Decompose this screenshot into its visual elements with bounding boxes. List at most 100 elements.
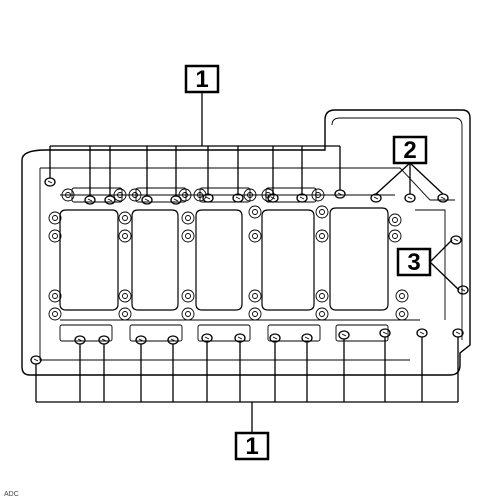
bolt-boss — [61, 188, 75, 202]
callout-1-top-label: 1 — [195, 66, 208, 93]
bolt-boss-hole — [122, 311, 128, 317]
bearing-cap-pad — [59, 324, 113, 342]
bearing-cap-pad — [267, 324, 321, 342]
leader-3 — [429, 261, 460, 291]
bolt-boss-hole — [185, 215, 191, 221]
bolt-boss — [311, 188, 325, 202]
bolt-head-mark — [453, 238, 459, 242]
leader-3 — [429, 239, 453, 263]
bolt-head-mark — [205, 196, 211, 200]
bolt-head-mark — [138, 338, 144, 342]
callout-3: 3 — [396, 247, 432, 277]
bolt-boss-hole — [247, 192, 253, 198]
bolt-boss-hole — [392, 217, 398, 223]
bolt-boss-hole — [319, 311, 325, 317]
bolt-boss-hole — [319, 209, 325, 215]
bolt-head-mark — [382, 331, 388, 335]
callout-2: 2 — [392, 135, 428, 165]
bolt-boss-hole — [315, 192, 321, 198]
bolt-boss-hole — [182, 192, 188, 198]
bolt-head-mark — [47, 180, 53, 184]
bolt-boss-hole — [399, 311, 405, 317]
bolt-boss — [315, 205, 329, 219]
bolt-boss — [48, 289, 62, 303]
bolt-boss — [48, 211, 62, 225]
bolt-boss-hole — [185, 311, 191, 317]
bolt-boss-hole — [252, 209, 258, 215]
bolt-head-mark — [455, 331, 461, 335]
bolt-boss — [248, 229, 262, 243]
bolt-boss-hole — [52, 311, 58, 317]
bolt-boss-hole — [252, 293, 258, 299]
leader-2 — [409, 162, 444, 195]
bolt-head-mark — [341, 333, 347, 337]
bolt-boss-hole — [392, 233, 398, 239]
bolt-boss — [388, 213, 402, 227]
bearing-cap-pad — [135, 187, 187, 203]
bolt-boss — [248, 307, 262, 321]
bolt-head-mark — [304, 336, 310, 340]
bolt-boss-hole — [399, 293, 405, 299]
bearing-cap-pad — [197, 324, 251, 342]
bolt-boss — [315, 307, 329, 321]
bolt-head-mark — [419, 331, 425, 335]
bolt-boss — [118, 211, 132, 225]
bolt-head-mark — [101, 338, 107, 342]
bolt-boss — [128, 188, 142, 202]
bolt-boss-hole — [52, 233, 58, 239]
bolt-boss-hole — [117, 192, 123, 198]
callout-1-top: 1 — [184, 64, 220, 94]
bolt-head-mark — [373, 196, 379, 200]
bolt-head-mark — [237, 336, 243, 340]
bolt-boss — [181, 229, 195, 243]
crankcase-window — [131, 209, 179, 311]
bolt-boss — [261, 188, 275, 202]
bolt-head — [457, 285, 469, 295]
bolt-head-mark — [299, 196, 305, 200]
crankcase-window — [329, 207, 389, 311]
bearing-cap-pad — [129, 324, 183, 342]
bolt-boss — [395, 307, 409, 321]
bolt-boss-hole — [185, 233, 191, 239]
bolt-boss — [388, 229, 402, 243]
bolt-head-mark — [144, 198, 150, 202]
bolt-boss-hole — [122, 233, 128, 239]
crankcase-window — [59, 209, 119, 311]
bolt-head-mark — [173, 198, 179, 202]
bearing-cap-pad — [199, 187, 251, 203]
crankcase-windows — [59, 187, 389, 342]
bolt-head-mark — [270, 196, 276, 200]
bolt-head — [450, 235, 462, 245]
bolt-boss-hole — [132, 192, 138, 198]
bolt-head-mark — [77, 338, 83, 342]
callout-1-bottom: 1 — [234, 431, 270, 461]
bolt-bosses — [48, 188, 409, 321]
image-credit: ADC — [4, 491, 19, 498]
bolt-boss — [248, 205, 262, 219]
bearing-cap-pad — [71, 187, 123, 203]
bearing-cap-pad — [335, 324, 389, 342]
callout-1-bottom-label: 1 — [245, 433, 258, 460]
bolt-boss — [118, 289, 132, 303]
bolt-boss — [395, 289, 409, 303]
bolt-boss — [181, 307, 195, 321]
bolt-boss-hole — [319, 293, 325, 299]
bolt-head-mark — [235, 196, 241, 200]
bolt-head-mark — [272, 336, 278, 340]
bolt-boss — [315, 229, 329, 243]
bolt-boss — [178, 188, 192, 202]
bolt-boss — [315, 289, 329, 303]
bolt-head-mark — [204, 336, 210, 340]
bolt-boss-hole — [122, 293, 128, 299]
bolt-boss — [181, 289, 195, 303]
callout-2-label: 2 — [403, 137, 416, 164]
bolt-boss-hole — [52, 215, 58, 221]
bolt-boss — [118, 307, 132, 321]
bolt-boss — [48, 229, 62, 243]
bolt-head-mark — [87, 198, 93, 202]
bolt-boss-hole — [197, 192, 203, 198]
bolt-boss-hole — [252, 233, 258, 239]
bolt-boss — [248, 289, 262, 303]
bolt-boss — [118, 229, 132, 243]
